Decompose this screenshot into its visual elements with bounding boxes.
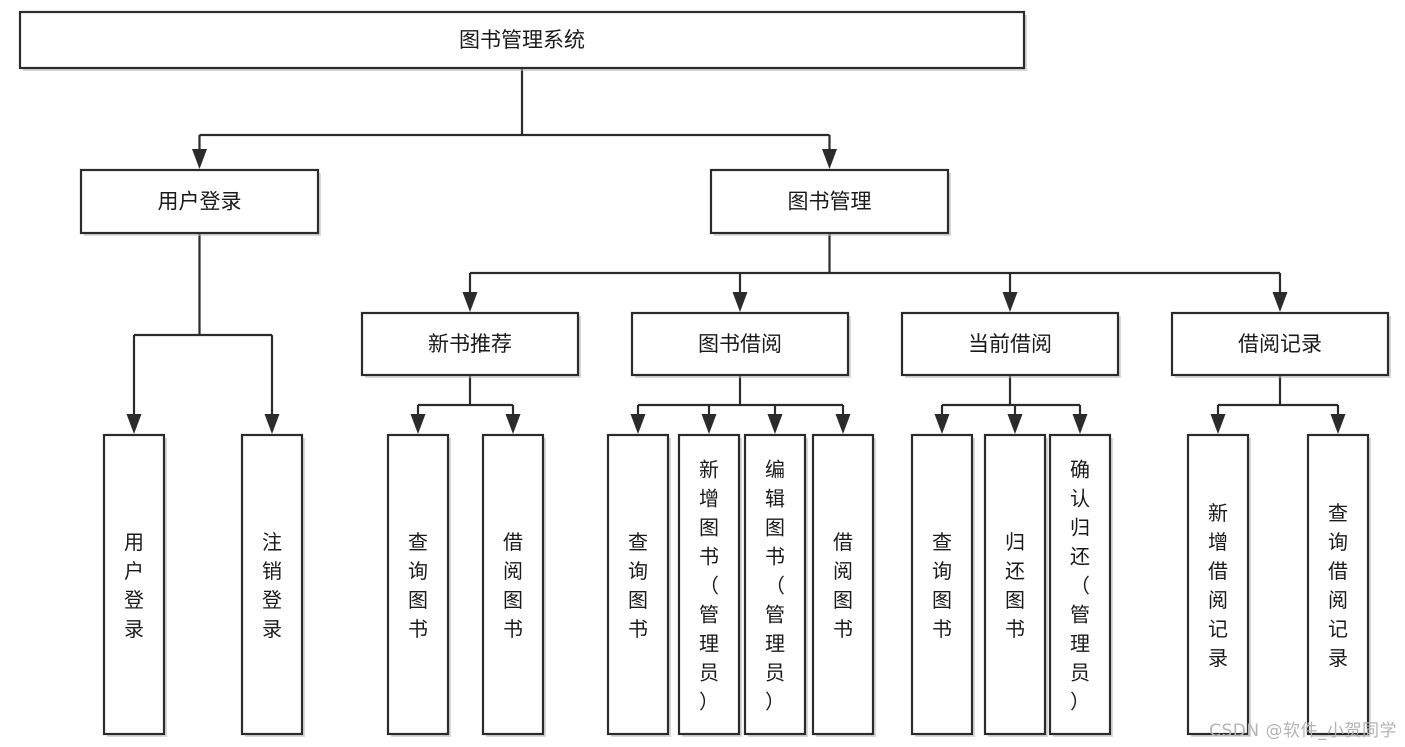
node-l3_d2[interactable]: 归还图书 [983,433,1048,737]
node-label: 新增图书（管理员） [699,458,719,714]
node-label: 借阅图书 [833,530,853,641]
node-box [360,311,580,377]
edge-group-l1_user [126,233,280,434]
node-l3_a1[interactable]: 用户登录 [102,433,167,737]
node-label: 图书管理系统 [459,28,585,52]
node-l1_book[interactable]: 图书管理 [709,168,951,236]
node-root[interactable]: 图书管理系统 [18,10,1027,71]
node-label: 确认归还（管理员） [1070,458,1090,714]
node-l2_cur[interactable]: 当前借阅 [900,311,1121,378]
node-box [1306,433,1370,736]
edge-group-l2_borrow [630,375,851,434]
node-box [743,433,807,736]
node-label: 借阅图书 [503,530,523,641]
node-box [630,311,850,377]
nodes-layer: 图书管理系统用户登录图书管理新书推荐图书借阅当前借阅借阅记录用户登录注销登录查询… [18,10,1391,737]
node-label: 新书推荐 [428,332,512,356]
node-box [677,433,741,736]
node-label: 编辑图书（管理员） [765,458,785,714]
node-box [900,311,1120,377]
node-label: 注销登录 [262,530,282,641]
node-l3_b1[interactable]: 查询图书 [386,433,451,737]
node-l1_user[interactable]: 用户登录 [79,168,321,236]
node-l2_new[interactable]: 新书推荐 [360,311,581,378]
node-l3_c2[interactable]: 新增图书（管理员） [677,433,742,737]
node-box [910,433,974,736]
node-box [102,433,166,736]
node-l3_e2[interactable]: 查询借阅记录 [1306,433,1371,737]
node-box [1186,433,1250,736]
node-l3_b2[interactable]: 借阅图书 [481,433,546,737]
node-l3_d1[interactable]: 查询图书 [910,433,975,737]
node-label: 新增借阅记录 [1208,501,1228,670]
node-label: 查询图书 [628,530,648,641]
watermark-text: CSDN @软件_小贺同学 [1209,721,1397,741]
node-label: 当前借阅 [968,332,1052,356]
node-l3_c1[interactable]: 查询图书 [606,433,671,737]
node-box [606,433,670,736]
node-box [240,433,304,736]
node-label: 归还图书 [1005,530,1025,641]
node-box [983,433,1047,736]
node-label: 图书借阅 [698,332,782,356]
node-box [481,433,545,736]
edge-group-l2_cur [934,375,1088,434]
node-l3_a2[interactable]: 注销登录 [240,433,305,737]
node-l2_rec[interactable]: 借阅记录 [1170,311,1391,378]
node-label: 用户登录 [158,190,242,214]
node-l3_c3[interactable]: 编辑图书（管理员） [743,433,808,737]
edge-group-root [192,68,837,169]
node-label: 用户登录 [124,530,144,641]
node-label: 图书管理 [788,190,872,214]
node-label: 查询图书 [932,530,952,641]
node-l3_e1[interactable]: 新增借阅记录 [1186,433,1251,737]
node-l3_c4[interactable]: 借阅图书 [811,433,876,737]
node-box [709,168,950,235]
node-l3_d3[interactable]: 确认归还（管理员） [1048,433,1113,737]
node-box [79,168,320,235]
node-label: 查询借阅记录 [1328,501,1348,670]
node-box [1170,311,1390,377]
node-box [386,433,450,736]
edge-group-l2_new [410,375,521,434]
edges-layer [126,68,1346,434]
node-box [811,433,875,736]
node-label: 查询图书 [408,530,428,641]
edge-group-l1_book [462,233,1288,312]
node-l2_borrow[interactable]: 图书借阅 [630,311,851,378]
edge-group-l2_rec [1210,375,1346,434]
node-box [1048,433,1112,736]
node-box [18,10,1026,70]
node-label: 借阅记录 [1238,332,1322,356]
